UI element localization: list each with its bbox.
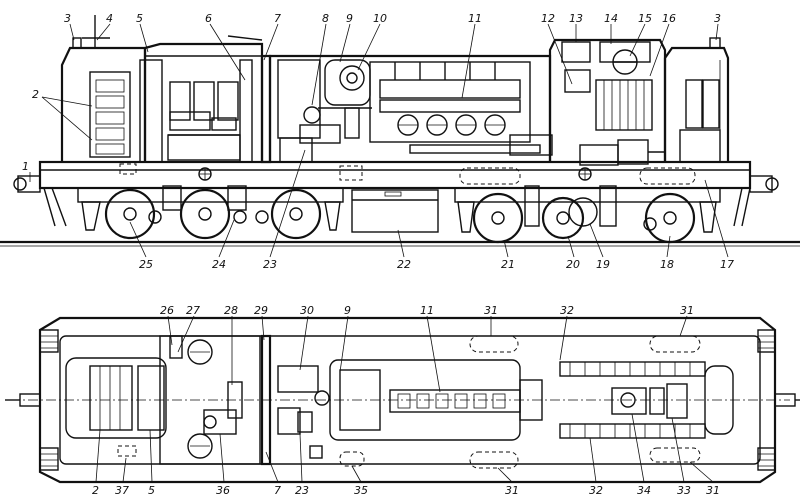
front-hood — [60, 46, 163, 163]
callout-9-plan: 9 — [344, 304, 351, 317]
turbocharger — [318, 59, 372, 139]
callout-35: 35 — [354, 484, 368, 497]
callout-30: 30 — [300, 304, 314, 317]
callout-27: 27 — [186, 304, 200, 317]
callout-2: 2 — [32, 88, 39, 101]
front-bogie — [77, 185, 344, 240]
cab — [143, 35, 264, 163]
callout-33: 33 — [677, 484, 691, 497]
callout-1: 1 — [22, 160, 29, 173]
callout-labels-plan: 26 27 28 29 30 9 11 31 32 31 2 37 5 36 7… — [92, 304, 720, 497]
callout-3-front: 3 — [64, 12, 71, 25]
callout-26: 26 — [160, 304, 174, 317]
callout-12: 12 — [541, 12, 555, 25]
callout-20: 20 — [566, 258, 580, 271]
plan-front-hood — [65, 357, 167, 457]
callout-36: 36 — [216, 484, 230, 497]
callout-14: 14 — [604, 12, 618, 25]
callout-15: 15 — [638, 12, 652, 25]
plan-couplers — [5, 393, 800, 407]
callout-31-top-right: 31 — [680, 304, 694, 317]
diesel-engine — [369, 61, 531, 143]
callout-8: 8 — [322, 12, 329, 25]
callout-24: 24 — [212, 258, 226, 271]
rear-bogie — [454, 185, 721, 244]
rear-hood — [663, 46, 730, 163]
callout-22: 22 — [397, 258, 411, 271]
callout-19: 19 — [596, 258, 610, 271]
callout-10: 10 — [373, 12, 387, 25]
callout-29: 29 — [254, 304, 268, 317]
callout-13: 13 — [569, 12, 583, 25]
callout-34: 34 — [637, 484, 651, 497]
plan-machine-room — [277, 335, 543, 469]
callout-18: 18 — [660, 258, 674, 271]
callout-23-plan: 23 — [295, 484, 309, 497]
callout-7-plan: 7 — [274, 484, 281, 497]
callout-37: 37 — [115, 484, 129, 497]
machine-room — [268, 54, 553, 163]
callout-5: 5 — [136, 12, 143, 25]
cooling-section — [548, 38, 667, 166]
callout-2-plan: 2 — [92, 484, 99, 497]
main-frame — [38, 160, 752, 190]
callout-3-rear: 3 — [714, 12, 721, 25]
callout-labels-side: 1 2 3 4 5 6 7 8 9 10 11 12 13 14 15 16 3… — [22, 12, 734, 271]
callout-32-top: 32 — [560, 304, 574, 317]
callout-28: 28 — [224, 304, 238, 317]
plan-view — [5, 316, 800, 484]
callout-4: 4 — [106, 12, 113, 25]
callout-32-bottom: 32 — [589, 484, 603, 497]
callout-21: 21 — [501, 258, 515, 271]
callout-9: 9 — [346, 12, 353, 25]
callout-5-plan: 5 — [148, 484, 155, 497]
callout-23: 23 — [263, 258, 277, 271]
callout-31-bottom-mid: 31 — [505, 484, 519, 497]
callout-31-bottom-right: 31 — [706, 484, 720, 497]
coupler-front — [13, 175, 67, 227]
callout-6: 6 — [205, 12, 212, 25]
side-view — [0, 15, 800, 247]
plan-cab — [159, 335, 261, 465]
callout-7: 7 — [274, 12, 281, 25]
callout-11-plan: 11 — [420, 304, 434, 317]
coupler-rear — [733, 175, 779, 227]
plan-cooling — [559, 335, 734, 463]
callout-31-top-mid: 31 — [484, 304, 498, 317]
callout-17: 17 — [720, 258, 734, 271]
leader-lines — [29, 23, 729, 483]
roof-equipment — [72, 15, 721, 49]
callout-16: 16 — [662, 12, 676, 25]
fuel-tank — [351, 189, 439, 233]
callout-25: 25 — [139, 258, 153, 271]
callout-11: 11 — [468, 12, 482, 25]
